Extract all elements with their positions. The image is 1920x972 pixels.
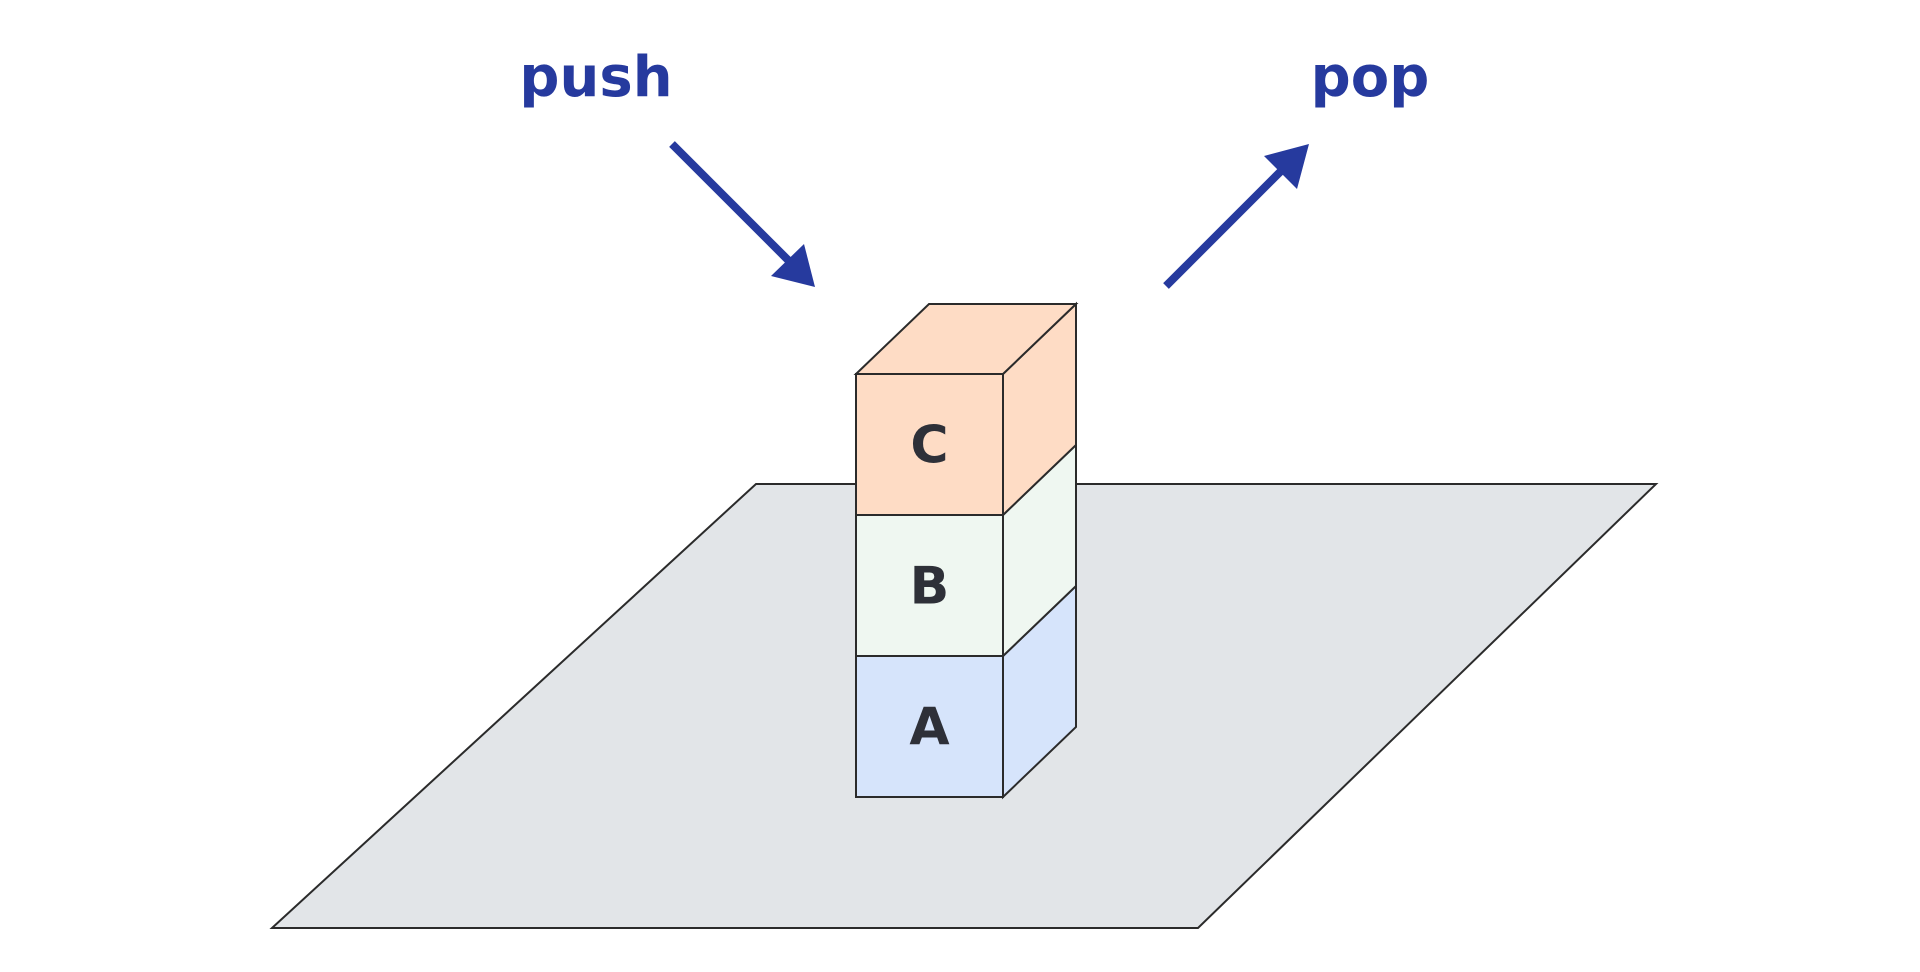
block-b-label: B [910, 557, 950, 617]
push-arrow-head [771, 244, 815, 287]
push-label: push [519, 45, 672, 110]
block-a-front-face [855, 655, 1004, 798]
block-c-label: C [910, 416, 948, 476]
push-arrow-shaft [669, 141, 793, 265]
stack: A B C [853, 301, 1079, 800]
block-c-top-face [853, 303, 1079, 375]
block-a-label: A [909, 698, 949, 758]
block-b-front-face [855, 514, 1004, 657]
pop-arrow [1163, 144, 1309, 289]
pop-arrow-head [1264, 144, 1309, 189]
pop-label: pop [1311, 45, 1430, 110]
push-arrow [669, 141, 815, 287]
pop-arrow-shaft [1163, 163, 1289, 289]
